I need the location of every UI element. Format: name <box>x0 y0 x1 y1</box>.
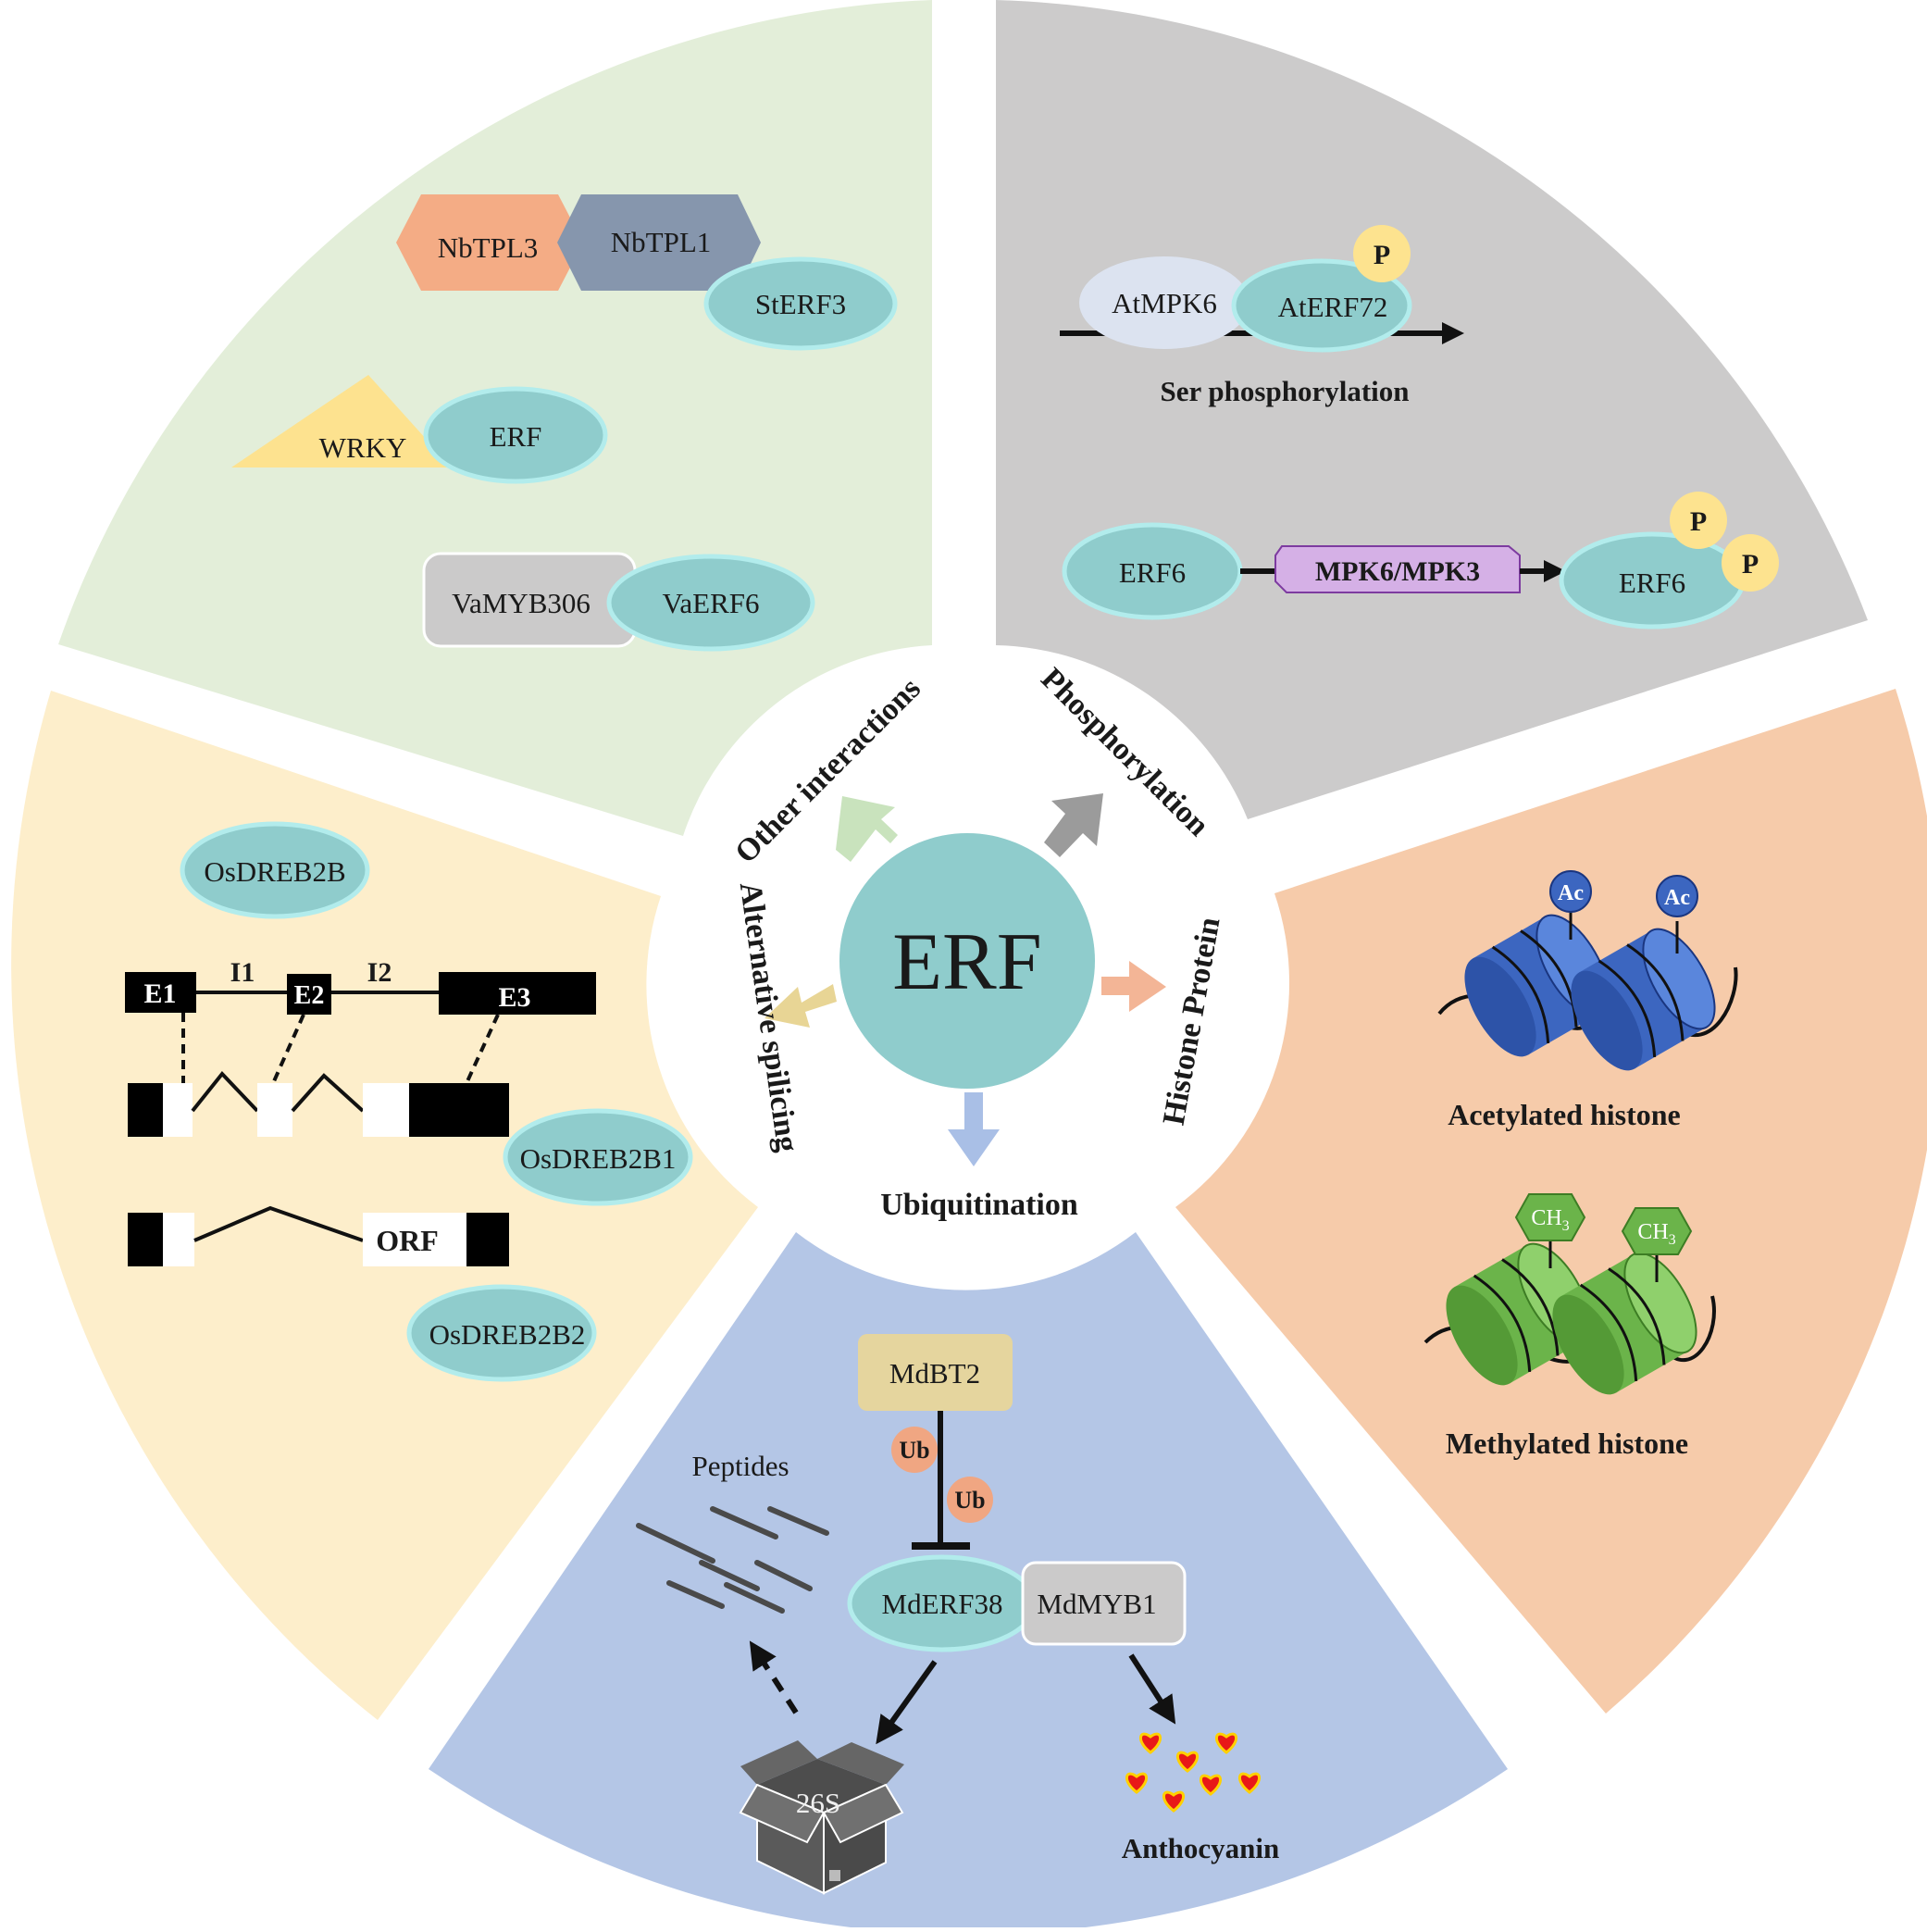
ser-phosphorylation-label: Ser phosphorylation <box>1160 375 1409 407</box>
methyl-nucleosome-2 <box>1552 1252 1697 1395</box>
intron-i1-label: I1 <box>230 957 255 988</box>
arrow-to-splicing <box>765 984 837 1028</box>
mderf38-label: MdERF38 <box>882 1588 1003 1620</box>
peptides-label: Peptides <box>691 1450 789 1482</box>
acetylated-histone-label: Acetylated histone <box>1448 1098 1681 1131</box>
label-histone-protein: Histone Protein <box>1157 915 1227 1128</box>
arrow-to-phosphorylation <box>1044 793 1103 857</box>
arrow-to-histone <box>1101 961 1166 1012</box>
mpk-box <box>1274 545 1521 593</box>
osdreb2b1-ellipse <box>503 1108 693 1206</box>
osdreb2b2-ellipse <box>406 1284 597 1382</box>
sector-phosphorylation <box>996 0 1868 819</box>
orf-label: ORF <box>376 1224 439 1257</box>
ubiquitin-circle-1 <box>891 1427 938 1473</box>
atmpk6-ellipse <box>1079 256 1249 349</box>
osdreb2b-label: OsDREB2B <box>204 855 345 888</box>
sterf3-label: StERF3 <box>755 288 846 320</box>
exon-mapping-dashes <box>181 1013 500 1083</box>
intron-i2-label: I2 <box>367 957 392 988</box>
methyl-tag-hexagon-2 <box>1621 1207 1693 1255</box>
phosphate-circle-3 <box>1722 534 1779 592</box>
mpk-label: MPK6/MPK3 <box>1315 556 1480 587</box>
mdbt2-box <box>858 1334 1013 1411</box>
proteasome-box-icon <box>739 1740 904 1895</box>
osdreb2b1-label: OsDREB2B1 <box>520 1142 677 1175</box>
center-erf-circle <box>839 833 1095 1089</box>
mdmyb1-label: MdMYB1 <box>1037 1588 1156 1620</box>
exon-e1 <box>125 972 196 1013</box>
arrow-to-ubiquitination <box>948 1092 1000 1166</box>
arrow-proteasome-to-peptides <box>749 1640 799 1714</box>
transcript-osdreb2b2 <box>128 1205 509 1266</box>
sector-splicing <box>11 691 759 1720</box>
ubiquitin-label-2: Ub <box>954 1487 985 1514</box>
osdreb2b-ellipse <box>180 821 370 919</box>
anthocyanin-label: Anthocyanin <box>1122 1832 1280 1864</box>
acetyl-tag-label-1: Ac <box>1558 881 1584 905</box>
splicing-panel: OsDREB2B E1 E2 E3 I1 I2 OsDREB2B1 <box>125 821 693 1382</box>
vaerf6-ellipse <box>606 554 815 652</box>
methyl-tag-label-2: CH3 <box>1637 1220 1675 1248</box>
aterf72-ellipse <box>1231 258 1412 353</box>
wrky-label: WRKY <box>319 431 407 464</box>
sterf3-ellipse <box>703 256 898 351</box>
ubiquitination-panel: MdBT2 Ub Ub Peptides MdERF38 MdMYB1 <box>636 1334 1280 1895</box>
aterf72-label: AtERF72 <box>1278 291 1388 323</box>
wrky-triangle <box>231 375 452 467</box>
exon-e3 <box>439 972 596 1015</box>
nbtpl1-hexagon <box>557 194 761 291</box>
other-interactions-panel: NbTPL3 NbTPL1 StERF3 WRKY ERF VaMYB306 V… <box>231 194 898 652</box>
peptide-fragments <box>636 1506 829 1614</box>
acetyl-tag-circle-2 <box>1656 875 1698 917</box>
erf6-left-label: ERF6 <box>1119 556 1186 589</box>
phosphate-circle-2 <box>1670 492 1727 549</box>
atmpk6-label: AtMPK6 <box>1112 287 1217 319</box>
nbtpl3-hexagon <box>396 194 583 291</box>
vamyb306-label: VaMYB306 <box>452 587 591 619</box>
ubiquitin-circle-2 <box>947 1477 993 1523</box>
exon-e3-label: E3 <box>498 982 530 1013</box>
erf-ellipse <box>423 386 608 484</box>
label-ubiquitination: Ubiquitination <box>880 1188 1078 1222</box>
methyl-nucleosome-1 <box>1446 1242 1591 1386</box>
center-hub: ERF <box>765 793 1166 1166</box>
arrow-to-anthocyanin <box>1128 1653 1176 1725</box>
acetyl-nucleosome-2 <box>1571 928 1716 1071</box>
methylated-histone-label: Methylated histone <box>1446 1427 1688 1460</box>
acetyl-tag-label-2: Ac <box>1664 886 1690 910</box>
exon-e2 <box>287 974 331 1015</box>
mdmyb1-box <box>1021 1561 1187 1646</box>
phosphate-label-3: P <box>1742 549 1759 580</box>
phosphate-circle-1 <box>1353 225 1411 282</box>
phosphorylation-panel: AtMPK6 AtERF72 P Ser phosphorylation ERF… <box>1060 225 1779 629</box>
nbtpl1-label: NbTPL1 <box>611 226 712 258</box>
ubiquitin-label-1: Ub <box>899 1437 929 1464</box>
vaerf6-label: VaERF6 <box>662 587 759 619</box>
erf6-right-label: ERF6 <box>1619 567 1685 599</box>
phosphate-label-1: P <box>1374 240 1390 270</box>
nbtpl3-label: NbTPL3 <box>438 231 539 264</box>
exon-e2-label: E2 <box>294 981 325 1010</box>
arrow-to-other-interactions <box>836 796 898 862</box>
methyl-tag-label-1: CH3 <box>1531 1206 1569 1234</box>
mdbt2-label: MdBT2 <box>889 1357 980 1390</box>
exon-e1-label: E1 <box>143 978 176 1009</box>
histone-panel: Ac Ac Acetylated histone CH3 CH3 Methyla… <box>1423 870 1738 1460</box>
osdreb2b2-label: OsDREB2B2 <box>429 1318 586 1351</box>
methyl-tag-hexagon-1 <box>1514 1193 1586 1241</box>
center-erf-label: ERF <box>892 917 1041 1007</box>
arrow-to-proteasome <box>876 1660 938 1745</box>
acetyl-tag-circle-1 <box>1549 870 1592 913</box>
phosphate-label-2: P <box>1690 506 1707 537</box>
proteasome-label: 26S <box>796 1787 840 1819</box>
erf-label: ERF <box>490 420 542 453</box>
transcript-osdreb2b1 <box>128 1070 509 1137</box>
